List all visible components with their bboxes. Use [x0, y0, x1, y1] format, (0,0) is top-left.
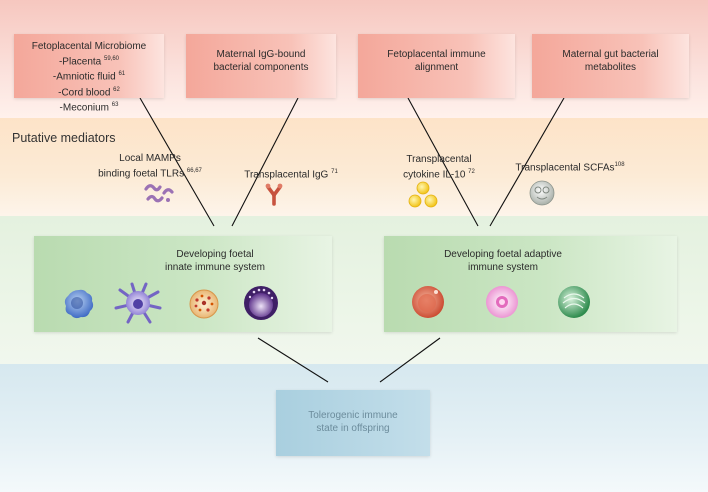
adaptive-line1: Developing foetal adaptive [444, 249, 562, 260]
gut-metabolites-box: Maternal gut bacterial metabolites [532, 34, 689, 98]
adaptive-immune-title: Developing foetal adaptive immune system [418, 248, 588, 274]
mediator-band [0, 118, 708, 216]
microbiome-item-meconium: -Meconium 63 [59, 101, 119, 114]
innate-line2: innate immune system [164, 262, 266, 273]
t-cell-icon [486, 286, 518, 318]
mediator-mamps-label: Local MAMPs binding foetal TLRs 66,67 [98, 153, 202, 180]
microbiome-item-placenta: -Placenta 59,60 [58, 56, 120, 68]
microbiome-box: Fetoplacental Microbiome -Placenta 59,60… [14, 34, 164, 113]
immune-alignment-line2: alignment [414, 62, 459, 73]
adaptive-line2: immune system [467, 262, 538, 273]
mediator-igg-label: Transplacental IgG 71 [244, 169, 338, 181]
immune-alignment-box: Fetoplacental immune alignment [358, 34, 515, 98]
il10-line2: cytokine IL-10 72 [403, 169, 475, 181]
gut-metabolites-line2: metabolites [584, 62, 637, 73]
il10-line1: Transplacental [406, 154, 472, 165]
section-title: Putative mediators [12, 131, 116, 145]
monocyte-icon [64, 289, 94, 319]
immune-alignment-line1: Fetoplacental immune [387, 49, 486, 60]
outcome-line2: state in offspring [316, 423, 390, 434]
mamps-line2: binding foetal TLRs 66,67 [98, 168, 202, 180]
microbiome-item-cord-blood: -Cord blood 62 [58, 86, 120, 98]
regulatory-cell-icon [558, 286, 590, 318]
cytokine-icon [408, 181, 438, 208]
mamps-line1: Local MAMPs [119, 153, 181, 164]
granulocyte-icon [189, 289, 219, 319]
dendritic-cell-icon [114, 282, 162, 324]
bacterial-fragments-icon [144, 184, 174, 203]
microbiome-item-amniotic: -Amniotic fluid 61 [52, 71, 126, 83]
igg-bound-box: Maternal IgG-bound bacterial components [186, 34, 336, 98]
mast-cell-icon [244, 286, 278, 320]
innate-immune-title: Developing foetal innate immune system [150, 248, 280, 274]
mediator-scfa-label: Transplacental SCFAs108 [515, 162, 625, 174]
scfa-molecule-icon [529, 180, 555, 206]
b-cell-icon [412, 286, 444, 318]
gut-metabolites-line1: Maternal gut bacterial [562, 49, 659, 60]
antibody-icon [265, 183, 283, 206]
igg-bound-line1: Maternal IgG-bound [216, 49, 306, 60]
mediator-il10-label: Transplacental cytokine IL-10 72 [398, 154, 480, 181]
outcome-line1: Tolerogenic immune [308, 410, 398, 421]
tolerogenic-outcome-box: Tolerogenic immune state in offspring [276, 390, 430, 456]
microbiome-title: Fetoplacental Microbiome [31, 41, 147, 52]
innate-line1: Developing foetal [176, 249, 254, 260]
igg-bound-line2: bacterial components [213, 62, 309, 73]
